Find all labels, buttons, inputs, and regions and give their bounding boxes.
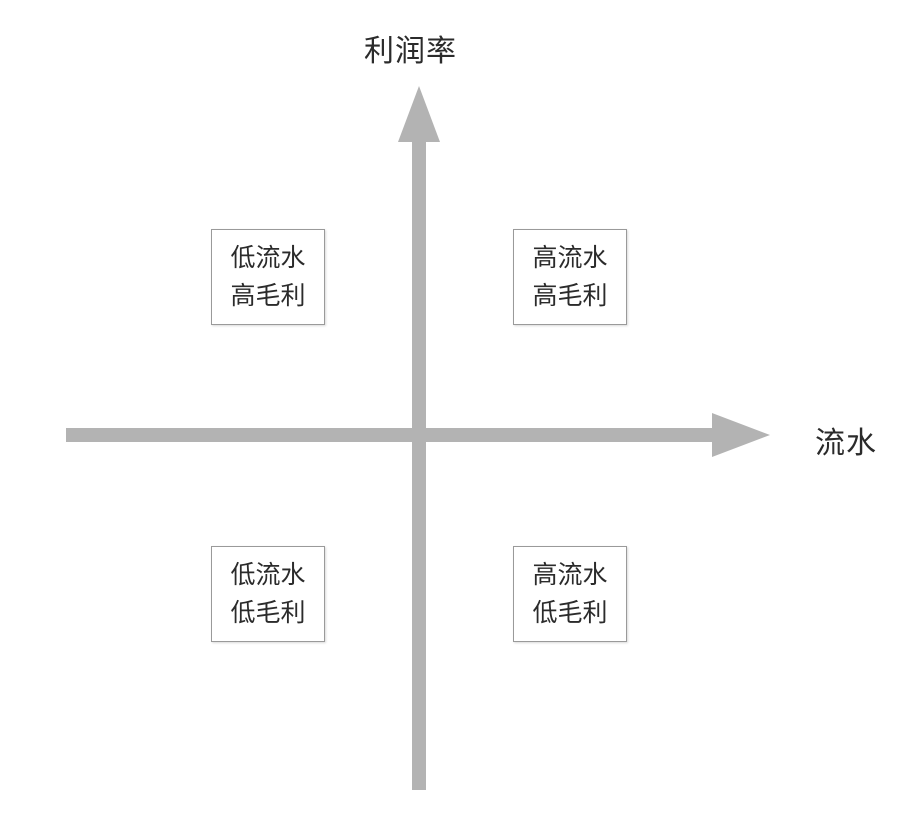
x-axis-arrowhead [712,413,770,457]
y-axis-line [412,138,426,790]
y-axis-arrowhead [398,86,440,142]
quadrant-line-2: 低毛利 [230,598,306,627]
quadrant-line-1: 低流水 [230,243,306,272]
x-axis-label: 流水 [815,426,877,461]
quadrant-line-1: 高流水 [532,560,608,589]
quadrant-line-2: 高毛利 [532,281,608,310]
quadrant-line-1: 高流水 [532,243,608,272]
y-axis-label: 利润率 [364,34,457,69]
quadrant-top-right: 高流水 高毛利 [513,229,627,325]
quadrant-line-2: 高毛利 [230,281,306,310]
x-axis-line [66,428,718,442]
quadrant-line-2: 低毛利 [532,598,608,627]
quadrant-bottom-left: 低流水 低毛利 [211,546,325,642]
quadrant-bottom-right: 高流水 低毛利 [513,546,627,642]
quadrant-line-1: 低流水 [230,560,306,589]
quadrant-top-left: 低流水 高毛利 [211,229,325,325]
